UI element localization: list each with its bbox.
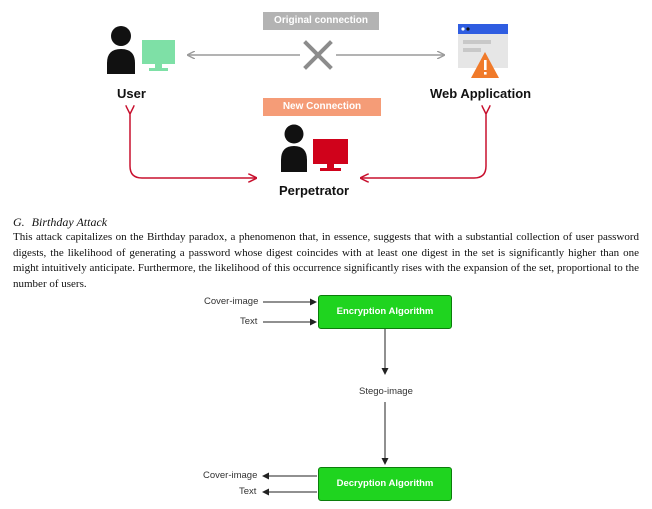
perpetrator-person-icon [281, 124, 307, 172]
mitm-diagram [107, 24, 508, 212]
encryption-algorithm-box: Encryption Algorithm [318, 295, 452, 329]
section-title: Birthday Attack [31, 215, 108, 229]
body-paragraph: This attack capitalizes on the Birthday … [13, 231, 639, 290]
input-text-label: Text [240, 316, 258, 327]
stego-flow-diagram [262, 298, 389, 496]
user-label: User [117, 86, 146, 101]
output-text-label: Text [239, 486, 257, 497]
red-arrow-user-perpetrator [130, 113, 256, 178]
decryption-algorithm-box: Decryption Algorithm [318, 467, 452, 501]
output-cover-image-label: Cover-image [203, 470, 258, 481]
user-monitor-icon [142, 40, 175, 71]
web-application-label: Web Application [430, 86, 532, 101]
warning-icon [471, 52, 499, 78]
new-connection-label: New Connection [263, 98, 381, 116]
section-heading: G. Birthday Attack [13, 215, 107, 230]
user-person-icon [107, 26, 135, 74]
input-cover-image-label: Cover-image [204, 296, 259, 307]
stego-image-label: Stego-image [359, 386, 413, 397]
red-arrow-webapp-perpetrator [361, 113, 486, 178]
perpetrator-monitor-icon [313, 139, 348, 171]
original-connection-label: Original connection [263, 12, 379, 30]
section-number: G. [13, 215, 25, 229]
broken-connection-x-icon [303, 40, 333, 70]
perpetrator-label: Perpetrator [279, 183, 350, 198]
